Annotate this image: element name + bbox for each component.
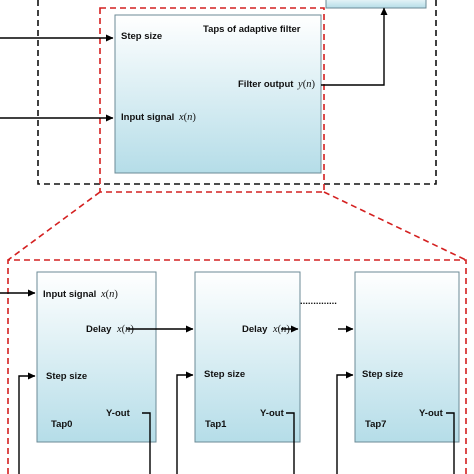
- tap1-name-label: Tap1: [205, 419, 227, 430]
- zoom-line-left: [7, 191, 101, 261]
- filter-taps-title: Taps of adaptive filter: [203, 24, 301, 35]
- tap1-y-out-label: Y-out: [260, 408, 285, 419]
- filter-step-size-label: Step size: [121, 31, 162, 42]
- tap7-name-label: Tap7: [365, 419, 386, 430]
- adaptive-filter-box: [114, 14, 322, 174]
- taps-boundary-red-dashed: [7, 259, 467, 474]
- tap7-box: [354, 271, 460, 443]
- tap7-y-out-label: Y-out: [419, 408, 444, 419]
- taps-ellipsis: ..............: [300, 296, 337, 307]
- tap7-step-size-arrow: [336, 371, 354, 474]
- filter-boundary-red-dashed: [99, 7, 325, 193]
- tap7-y-out-line: [446, 412, 455, 474]
- tap1-box: [194, 271, 301, 443]
- output-block-partial: [325, 0, 427, 9]
- tap1-step-size-label: Step size: [204, 369, 245, 380]
- filter-output-arrow: [321, 7, 388, 86]
- zoom-line-right: [323, 191, 467, 261]
- tap1-step-size-arrow: [176, 371, 194, 474]
- tap0-y-out-label: Y-out: [106, 408, 131, 419]
- tap0-name-label: Tap0: [51, 419, 72, 430]
- tap0-box: [36, 271, 157, 443]
- tap0-step-size-arrow: [18, 372, 36, 474]
- tap0-y-out-line: [142, 412, 151, 474]
- system-boundary-dashed: [37, 0, 437, 185]
- tap1-y-out-line: [286, 412, 295, 474]
- tap0-input-signal-label: Input signal x(n): [43, 289, 118, 300]
- tap0-step-size-label: Step size: [46, 371, 87, 382]
- tap7-step-size-label: Step size: [362, 369, 403, 380]
- filter-input-signal-label: Input signal x(n): [121, 112, 196, 123]
- filter-output-label: Filter output y(n): [238, 79, 315, 90]
